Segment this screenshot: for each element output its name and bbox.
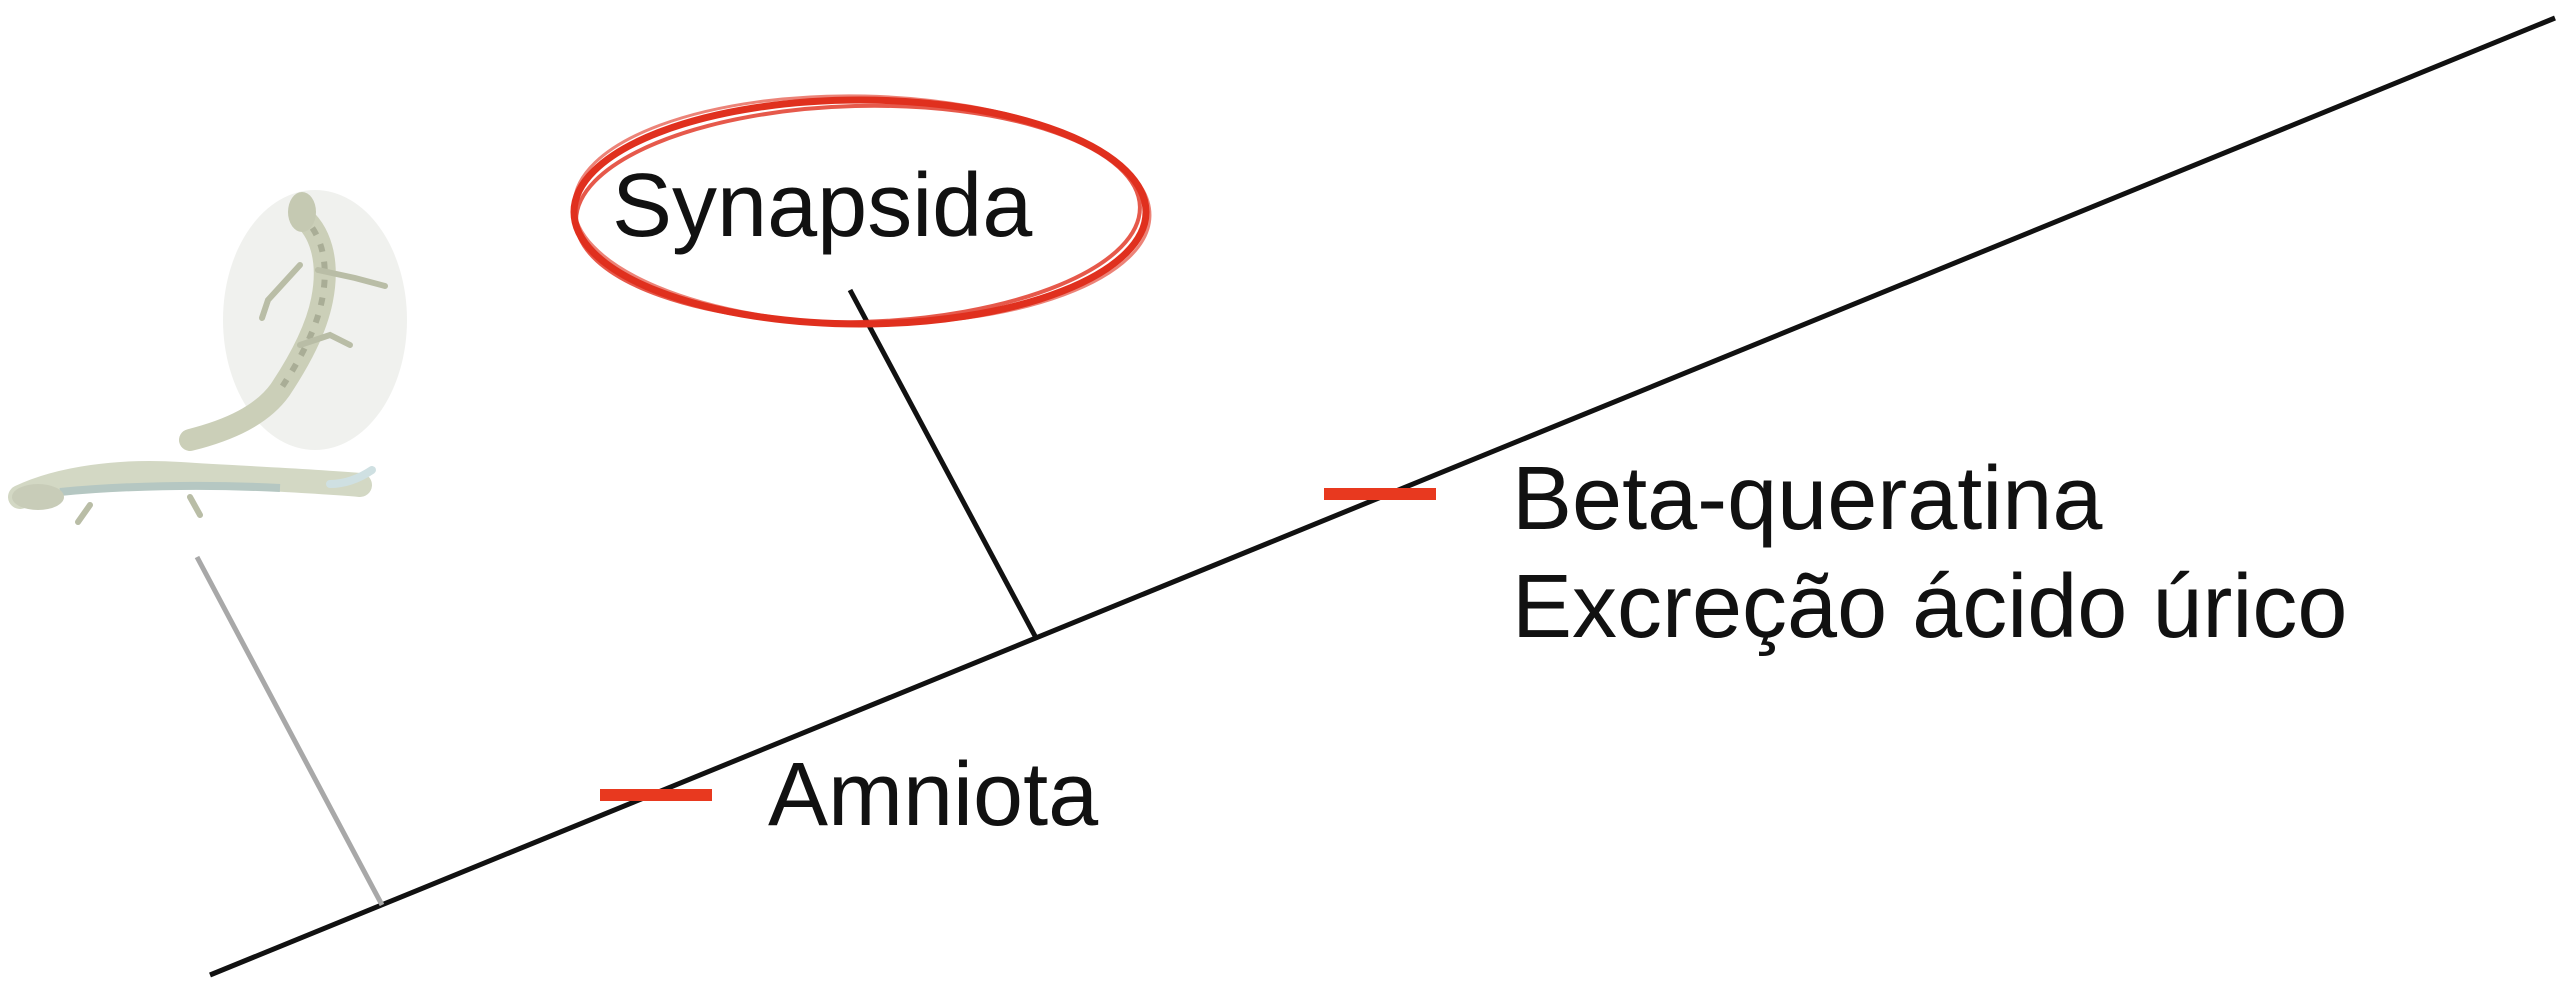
basal-branch: [194, 555, 385, 907]
synapsida-branch: [847, 288, 1038, 638]
highlight-circle: [570, 94, 1152, 328]
lizard-illustration-bottom: [8, 461, 376, 525]
synapomorphy-uric-acid: Excreção ácido úrico: [1512, 557, 2348, 657]
lizard-illustration-top: [179, 190, 407, 451]
synapsida-label: Synapsida: [612, 156, 1033, 256]
amniota-label: Amniota: [768, 745, 1099, 845]
synapomorphy-beta-keratin: Beta-queratina: [1512, 449, 2103, 549]
